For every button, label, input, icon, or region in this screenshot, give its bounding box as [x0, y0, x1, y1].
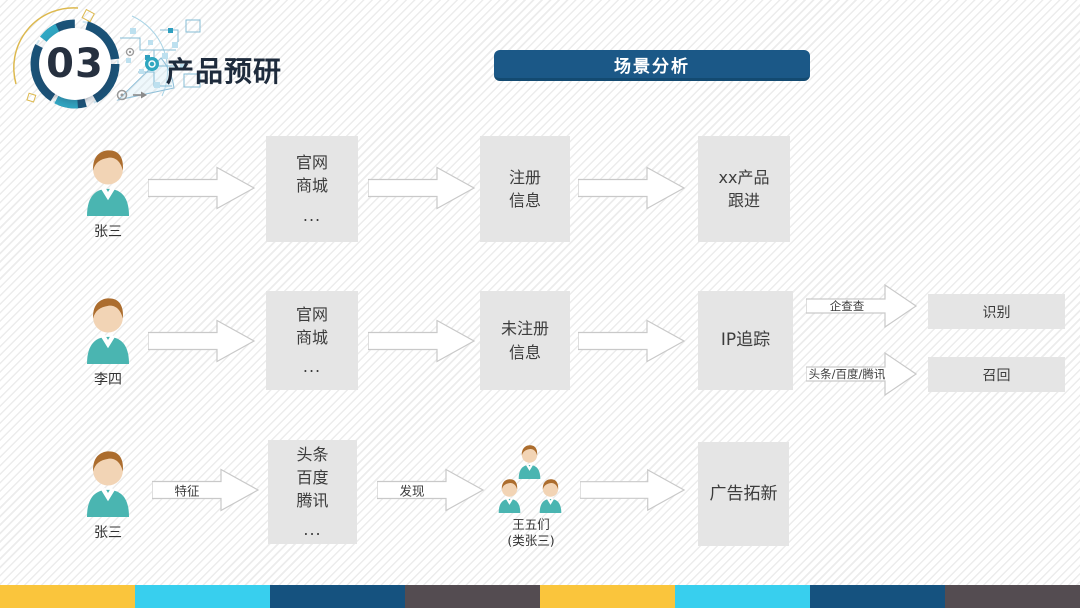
flow-arrow-icon — [148, 319, 256, 363]
group-label: 王五们 (类张三) — [475, 517, 587, 548]
person-icon — [516, 443, 543, 479]
actor-name: 张三 — [94, 224, 122, 240]
flow-arrow-icon — [368, 319, 476, 363]
flow-box-registered-info: 注册 信息 — [480, 136, 570, 242]
stripe-segment — [540, 585, 675, 608]
branch-arrow-label: 头条/百度/腾讯 — [808, 367, 886, 381]
circuit-dots-decoration — [126, 28, 185, 88]
flow-box-ad-platforms: 头条 百度 腾讯 ... — [268, 440, 357, 544]
box-line: 信息 — [508, 342, 541, 362]
yellow-square-decoration — [26, 92, 37, 103]
section-banner: 场景分析 — [494, 50, 810, 81]
box-line: 跟进 — [727, 191, 760, 210]
stripe-segment — [945, 585, 1080, 608]
box-line: 注册 — [508, 167, 541, 187]
flow-box-channel-row2: 官网 商城 ... — [266, 291, 358, 390]
box-line: 未注册 — [500, 319, 549, 339]
box-line: 召回 — [982, 367, 1011, 384]
flow-box-product-followup: xx产品 跟进 — [698, 136, 790, 242]
branch-arrow-top: 企查查 — [806, 283, 918, 329]
person-icon — [81, 447, 135, 517]
box-line: IP追踪 — [720, 330, 771, 351]
person-icon — [537, 477, 564, 513]
flow-arrow-icon — [368, 166, 476, 210]
arrow-right-icon — [133, 91, 147, 99]
person-icon — [81, 146, 135, 216]
box-line: 头条 — [296, 444, 329, 464]
stripe-segment — [135, 585, 270, 608]
gear-icon — [125, 47, 135, 57]
stripe-segment — [0, 585, 135, 608]
section-banner-label: 场景分析 — [614, 56, 690, 77]
flow-arrow-icon — [578, 319, 686, 363]
person-icon — [81, 294, 135, 364]
box-line: ... — [302, 205, 322, 225]
box-line: ... — [302, 357, 322, 377]
badge-ring-teal — [30, 19, 120, 109]
slide-title: 产品预研 — [166, 55, 283, 88]
flow-box-channel-row1: 官网 商城 ... — [266, 136, 358, 242]
teal-dots-decoration — [145, 28, 173, 60]
actor-row3: 张三 — [80, 447, 136, 542]
box-line: ... — [303, 520, 322, 540]
fan-decoration — [116, 57, 175, 101]
flow-box-ad-expansion: 广告拓新 — [698, 442, 789, 546]
gear-icon — [116, 89, 128, 101]
box-line: 识别 — [982, 304, 1011, 321]
stripe-segment — [270, 585, 405, 608]
actor-row2: 李四 — [80, 294, 136, 389]
discover-arrow-label: 发现 — [399, 483, 425, 499]
group-label-line: 王五们 — [512, 517, 550, 532]
header-decoration — [13, 7, 201, 103]
flow-arrow-icon — [578, 166, 686, 210]
branch-arrow-label: 企查查 — [829, 299, 865, 313]
section-number-badge: 03 — [28, 17, 122, 111]
circuit-lines-decoration — [120, 29, 179, 87]
discover-arrow: 发现 — [377, 468, 485, 512]
stripe-segment — [810, 585, 945, 608]
flow-box-unregistered-info: 未注册 信息 — [480, 291, 570, 390]
actor-name: 李四 — [94, 372, 122, 388]
at-target-icon — [145, 57, 159, 71]
box-line: 商城 — [295, 327, 328, 347]
person-icon — [496, 477, 523, 513]
flow-arrow-icon — [148, 166, 256, 210]
yellow-arc-decoration — [13, 7, 79, 85]
feature-arrow: 特征 — [152, 468, 260, 512]
section-number: 03 — [39, 28, 111, 100]
actor-row1: 张三 — [80, 146, 136, 241]
box-line: 广告拓新 — [709, 483, 778, 504]
branch-arrow-bottom: 头条/百度/腾讯 — [806, 351, 918, 397]
box-line: 腾讯 — [296, 491, 329, 510]
group-label-line: (类张三) — [507, 532, 555, 548]
box-line: 官网 — [295, 153, 328, 173]
stripe-segment — [675, 585, 810, 608]
stripe-segment — [405, 585, 540, 608]
box-line: 官网 — [295, 304, 328, 324]
box-line: 信息 — [508, 191, 541, 210]
flow-box-ip-tracking: IP追踪 — [698, 291, 793, 390]
box-line: xx产品 — [718, 167, 770, 187]
circuit-box-decoration — [185, 19, 201, 33]
flow-box-identify: 识别 — [928, 294, 1065, 329]
flow-box-recall: 召回 — [928, 357, 1065, 392]
flow-arrow-icon — [580, 468, 686, 512]
box-line: 百度 — [296, 467, 329, 487]
yellow-square-decoration — [81, 8, 95, 23]
badge-ring — [30, 19, 120, 109]
footer-stripe — [0, 585, 1080, 608]
lookalike-group: 王五们 (类张三) — [495, 443, 567, 553]
box-line: 商城 — [295, 176, 328, 196]
actor-name: 张三 — [94, 525, 122, 541]
feature-arrow-label: 特征 — [174, 483, 200, 499]
circuit-box-decoration — [183, 73, 201, 88]
